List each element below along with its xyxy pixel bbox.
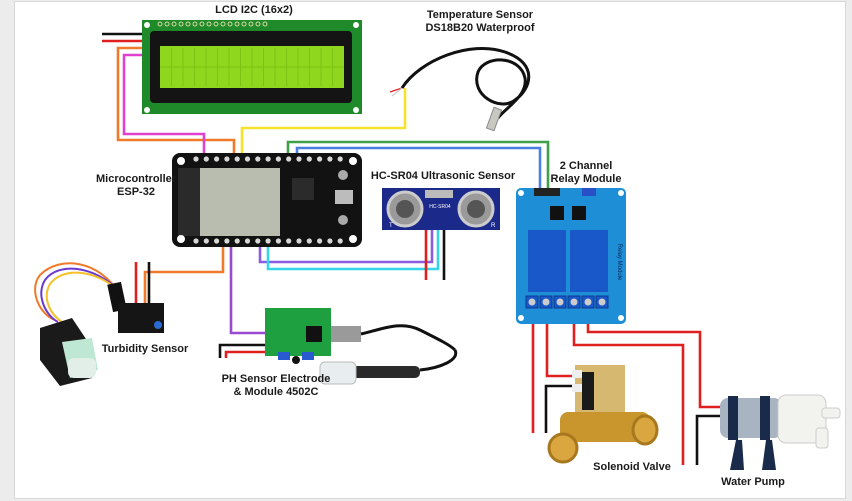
temperature-sensor-label-line1: Temperature Sensor — [426, 9, 534, 21]
esp32-pin — [306, 156, 312, 162]
water-pump — [720, 394, 841, 470]
esp32-pin — [224, 156, 230, 162]
lcd-header-pin — [248, 21, 254, 27]
microcontroller-label: Microcontroller ESP-32 — [96, 173, 176, 199]
ph-sensor-label-line2: & Module 4502C — [233, 386, 319, 398]
lcd-label: LCD I2C (16x2) — [215, 4, 293, 16]
esp32-pin — [306, 238, 312, 244]
relay-module-label-line1: 2 Channel — [559, 160, 613, 172]
lcd-header-pin — [178, 21, 184, 27]
esp32-pin — [337, 156, 343, 162]
wire-relay-in1 — [286, 140, 550, 190]
esp32-pin — [255, 238, 261, 244]
lcd-header-pin — [206, 21, 212, 27]
solenoid-valve-label: Solenoid Valve — [593, 461, 671, 473]
lcd-header-pin — [220, 21, 226, 27]
lcd-header-pin — [234, 21, 240, 27]
lcd-header-pin — [262, 21, 268, 27]
ph-sensor-label-line1: PH Sensor Electrode — [221, 373, 331, 385]
lcd-header-pin — [213, 21, 219, 27]
ultrasonic-sensor: HC-SR04 T R — [382, 188, 500, 230]
wire-temp-data — [240, 88, 407, 158]
wire-pump-gnd — [695, 414, 720, 465]
esp32-pin — [286, 156, 292, 162]
esp32-pin — [214, 156, 220, 162]
wire-ph-vcc — [224, 350, 265, 358]
esp32-pin — [193, 156, 199, 162]
temperature-sensor-label: Temperature Sensor DS18B20 Waterproof — [410, 9, 550, 35]
esp32-pin — [286, 238, 292, 244]
wire-ph-gnd — [218, 343, 265, 358]
esp32-pin — [244, 238, 251, 244]
temperature-sensor-label-line2: DS18B20 Waterproof — [425, 22, 535, 34]
temperature-sensor — [389, 47, 531, 132]
relay-terminal-screw — [556, 298, 564, 306]
relay-module: Relay Module — [516, 188, 626, 324]
esp32-pin — [327, 156, 333, 162]
esp32-board — [172, 153, 362, 247]
microcontroller-label-line2: ESP-32 — [117, 186, 155, 198]
esp32-pin — [244, 156, 251, 162]
esp32-pin — [275, 156, 281, 162]
esp32-pin — [337, 238, 343, 244]
lcd-header-pin — [255, 21, 261, 27]
esp32-pin — [234, 156, 240, 162]
esp32-pin — [193, 238, 199, 244]
relay-module-label-line2: Relay Module — [550, 173, 622, 185]
relay-side-text: Relay Module — [616, 244, 622, 281]
wire-lcd-sda — [116, 46, 236, 158]
lcd-header-pin — [227, 21, 233, 27]
esp32-pin — [265, 156, 271, 162]
esp32-pin — [214, 238, 220, 244]
hcsr04-chip-text: HC-SR04 — [429, 204, 451, 210]
esp32-pin — [255, 156, 261, 162]
hcsr04-side-right: R — [491, 223, 496, 229]
lcd-header-pin — [171, 21, 177, 27]
relay-terminal-screw — [528, 298, 536, 306]
lcd-header-pin — [185, 21, 191, 27]
esp32-pin — [265, 238, 271, 244]
turbidity-sensor-label: Turbidity Sensor — [101, 343, 189, 355]
water-pump-label: Water Pump — [721, 476, 785, 488]
lcd-header-pin — [157, 21, 163, 27]
esp32-pin — [317, 156, 323, 162]
relay-terminal-screw — [598, 298, 606, 306]
esp32-pin — [224, 238, 230, 244]
wire-turbidity-out — [143, 245, 225, 306]
turbidity-sensor — [34, 262, 164, 386]
ph-sensor — [265, 308, 458, 385]
lcd-display — [142, 20, 362, 114]
wire-relay-valve-2 — [545, 305, 573, 378]
esp32-pin — [203, 238, 209, 244]
hcsr04-side-left: T — [389, 223, 393, 229]
wire-lcd-scl — [122, 53, 206, 158]
esp32-pin — [317, 238, 323, 244]
esp32-pin — [234, 238, 240, 244]
esp32-pin — [327, 238, 333, 244]
esp32-pin — [275, 238, 281, 244]
esp32-pin — [203, 156, 209, 162]
wire-trig — [258, 228, 434, 264]
lcd-header-pin — [192, 21, 198, 27]
esp32-pin — [296, 156, 302, 162]
relay-terminal-screw — [570, 298, 578, 306]
relay-terminal-screw — [542, 298, 550, 306]
relay-terminal-screw — [584, 298, 592, 306]
esp32-pin — [296, 238, 302, 244]
lcd-header-pin — [199, 21, 205, 27]
wire-echo — [266, 228, 440, 271]
ultrasonic-sensor-label: HC-SR04 Ultrasonic Sensor — [370, 170, 516, 182]
microcontroller-label-line1: Microcontroller — [96, 173, 177, 185]
wire-relay-pump-1 — [572, 305, 685, 465]
solenoid-valve — [547, 365, 659, 464]
lcd-header-pin — [164, 21, 170, 27]
lcd-header-pin — [241, 21, 247, 27]
relay-module-label: 2 Channel Relay Module — [536, 160, 636, 186]
wire-ph-out — [229, 245, 265, 335]
ph-sensor-label: PH Sensor Electrode & Module 4502C — [216, 373, 336, 399]
wire-valve-gnd — [544, 384, 573, 433]
